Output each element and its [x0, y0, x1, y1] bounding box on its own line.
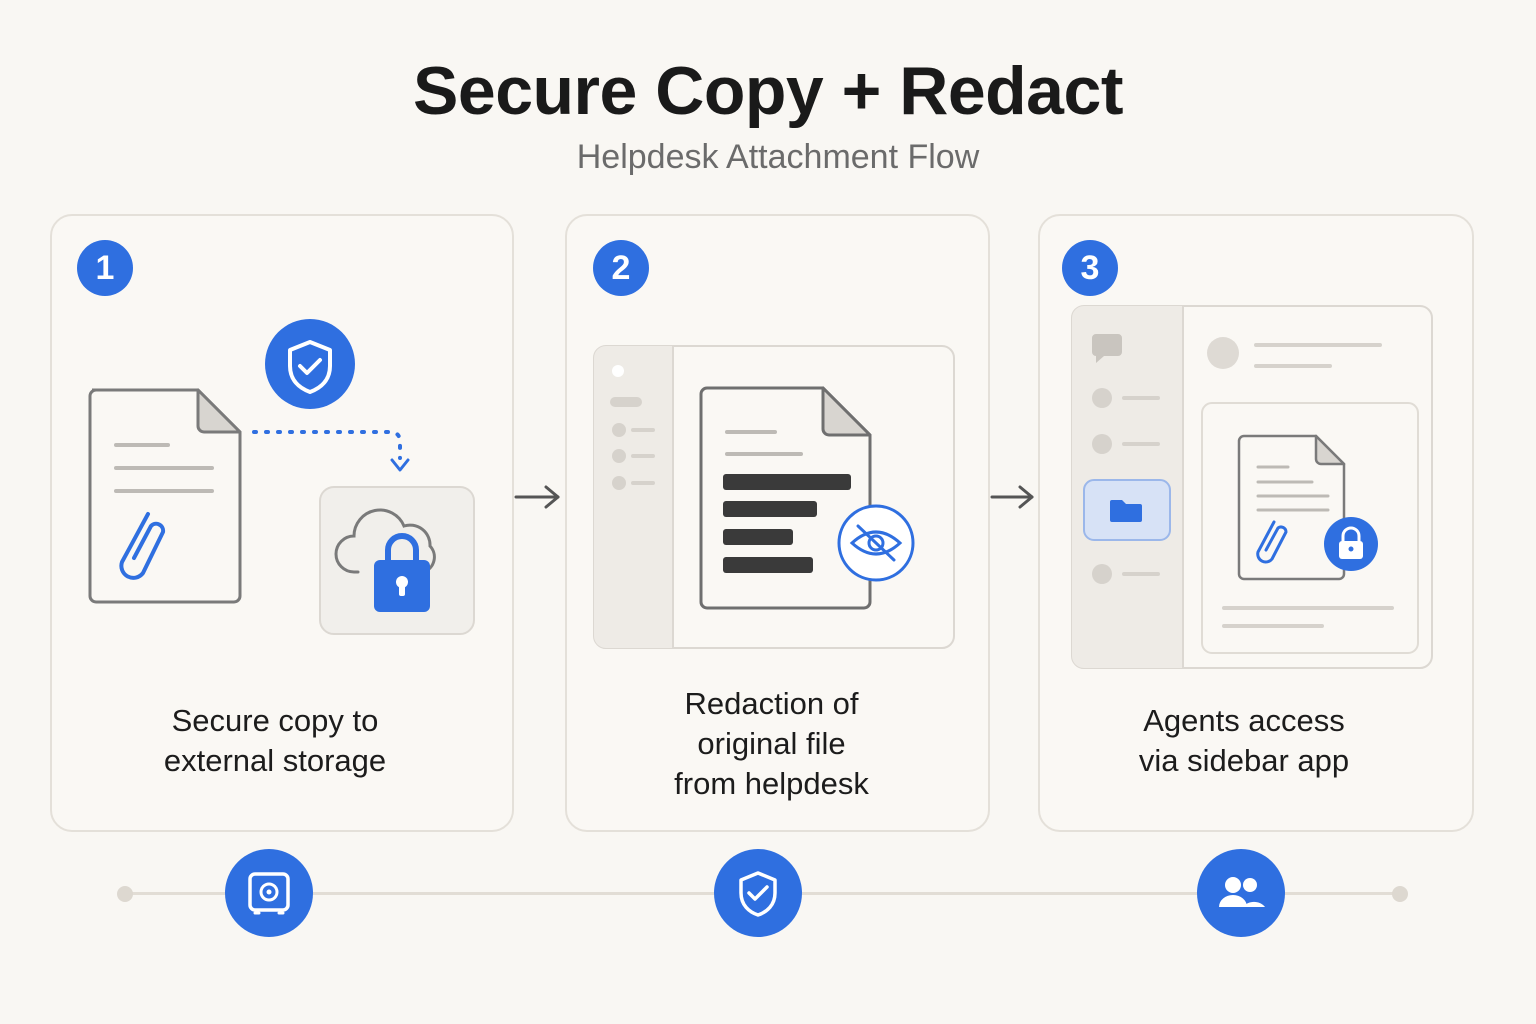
eye-off-icon: [837, 504, 915, 582]
caption-line: via sidebar app: [1138, 743, 1350, 778]
vault-icon: [225, 849, 313, 937]
paperclip-icon: [119, 512, 166, 580]
arrow-right-icon: [990, 485, 1034, 509]
caption-line: Secure copy to: [171, 703, 379, 738]
users-icon: [1197, 849, 1285, 937]
timeline-start-dot: [117, 886, 133, 902]
document-icon: [88, 388, 242, 604]
step-number-3: 3: [1062, 240, 1118, 296]
shield-check-icon: [714, 849, 802, 937]
caption-line: from helpdesk: [674, 766, 869, 801]
caption-line: Agents access: [1143, 703, 1345, 738]
step-2-caption: Redaction of original file from helpdesk: [565, 684, 978, 804]
caption-line: Redaction of: [684, 686, 859, 721]
diagram-subtitle: Helpdesk Attachment Flow: [576, 138, 980, 176]
dotted-arrow: [252, 430, 402, 460]
folder-icon: [1110, 500, 1142, 522]
step-1-illustration: [88, 319, 475, 635]
step-3-caption: Agents access via sidebar app: [1038, 701, 1450, 781]
caption-line: external storage: [163, 743, 387, 778]
step-number-1: 1: [77, 240, 133, 296]
diagram-title: Secure Copy + Redact: [413, 53, 1123, 129]
shield-check-icon: [265, 319, 355, 409]
arrow-right-icon: [514, 485, 560, 509]
paperclip-icon: [1256, 520, 1288, 564]
timeline-end-dot: [1392, 886, 1408, 902]
caption-line: original file: [697, 726, 846, 761]
lock-icon: [1324, 517, 1378, 571]
step-2-illustration: [593, 345, 955, 649]
step-3-illustration: [1071, 305, 1433, 669]
redacted-document-icon: [699, 386, 872, 610]
step-number-2: 2: [593, 240, 649, 296]
chat-icon: [1092, 334, 1122, 363]
step-1-caption: Secure copy to external storage: [50, 701, 500, 781]
attachment-document-icon: [1237, 434, 1346, 581]
cloud-lock-icon: [334, 508, 436, 612]
